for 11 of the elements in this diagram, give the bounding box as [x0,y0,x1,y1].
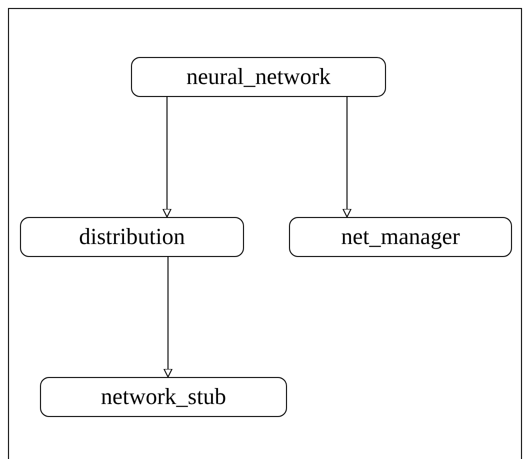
arrow [164,256,172,378]
module-name: distribution [78,224,186,250]
module-box [289,217,512,257]
module-box [40,377,287,417]
module-name: network_stub [100,384,226,410]
arrow [162,96,172,218]
module-name: net_manager [341,224,460,250]
arrow [342,96,352,218]
module-name: neural_network [186,64,331,90]
module-box [20,217,244,257]
module-box [131,57,386,97]
